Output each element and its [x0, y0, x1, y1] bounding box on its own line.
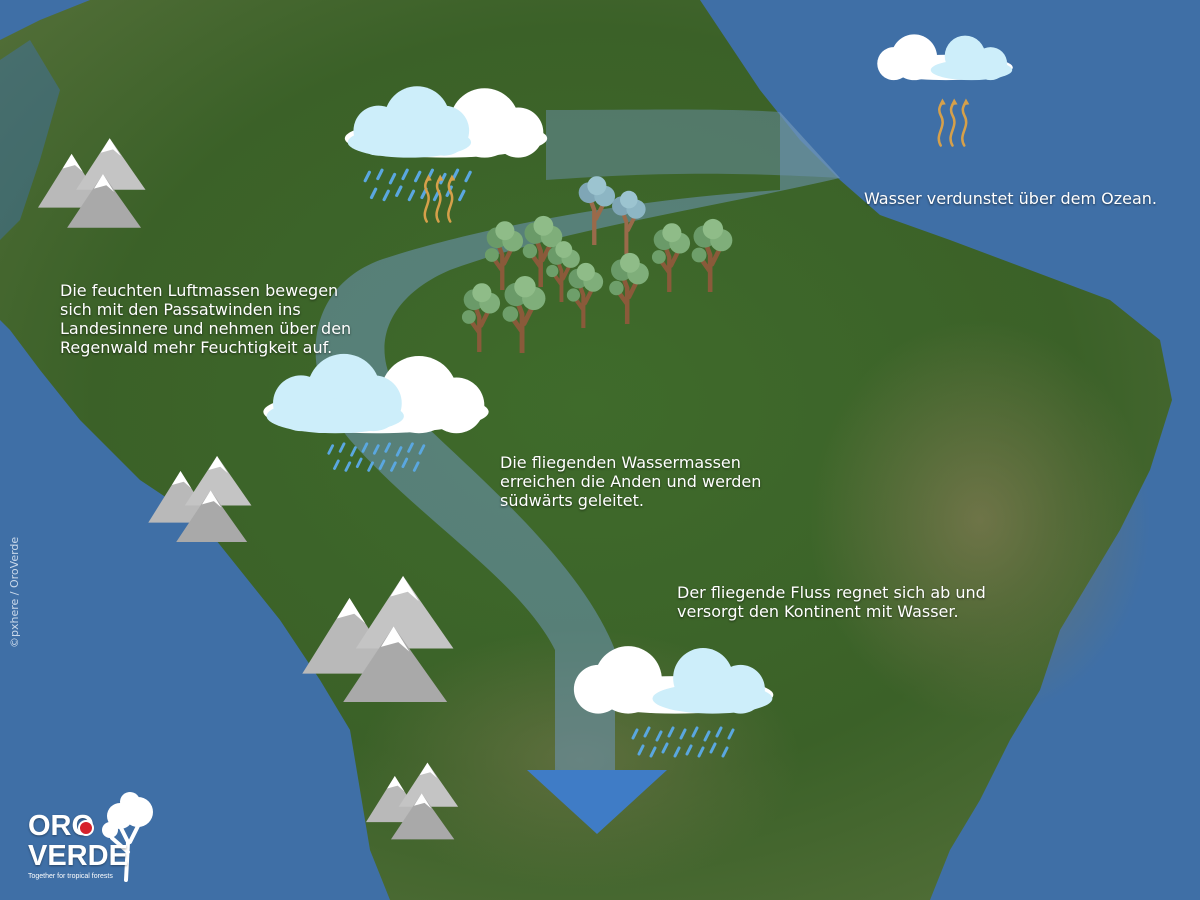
caption-line: Die fliegenden Wassermassen [500, 453, 741, 472]
caption-line: sich mit den Passatwinden ins [60, 300, 301, 319]
caption-line: Regenwald mehr Feuchtigkeit auf. [60, 338, 333, 357]
caption-moist-air: Die feuchten Luftmassen bewegen sich mit… [60, 281, 351, 357]
caption-andes: Die fliegenden Wassermassen erreichen di… [500, 453, 761, 510]
caption-line: versorgt den Kontinent mit Wasser. [677, 602, 959, 621]
logo-tagline: Together for tropical forests [28, 873, 113, 880]
caption-line: Wasser verdunstet über dem Ozean. [864, 189, 1157, 208]
coastline-west [0, 40, 60, 240]
flying-river-band [315, 112, 840, 770]
logo-word-verde: VERDE [28, 840, 128, 872]
logo-dot [78, 820, 94, 836]
caption-ocean-evaporation: Wasser verdunstet über dem Ozean. [864, 189, 1157, 208]
caption-rain-out: Der fliegende Fluss regnet sich ab und v… [677, 583, 986, 621]
tree-icon [102, 792, 153, 882]
oroverde-logo: ORO VERDE Together for tropical forests [28, 790, 168, 890]
caption-line: Der fliegende Fluss regnet sich ab und [677, 583, 986, 602]
dry-region [810, 320, 1150, 720]
image-credit: ©pxhere / OroVerde [8, 536, 21, 648]
flying-river-band-north [546, 109, 840, 180]
flow-arrow-head [527, 770, 667, 834]
caption-line: erreichen die Anden und werden [500, 472, 762, 491]
caption-line: Die feuchten Luftmassen bewegen [60, 281, 339, 300]
caption-line: südwärts geleitet. [500, 491, 645, 510]
caption-line: Landesinnere und nehmen über den [60, 319, 352, 338]
